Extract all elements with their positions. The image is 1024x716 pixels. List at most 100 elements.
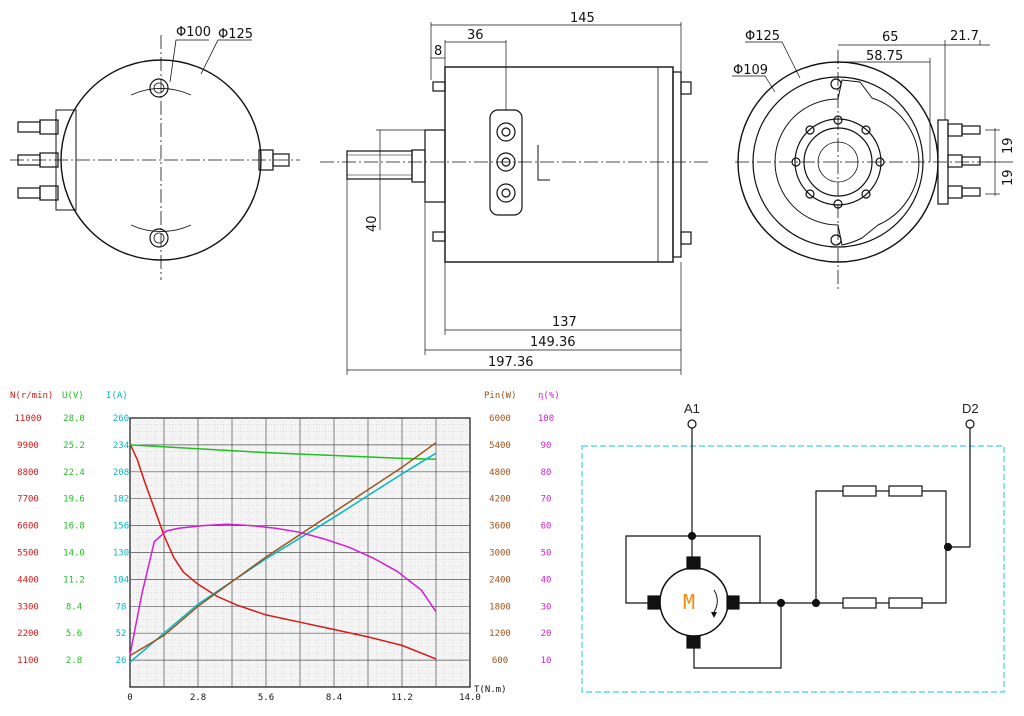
y-tick-label: 3600 — [489, 522, 511, 532]
y-tick-label: 78 — [116, 602, 127, 612]
x-tick-label: 0 — [127, 693, 132, 703]
motor-label: M — [683, 590, 695, 614]
y-tick-label: 100 — [538, 414, 554, 424]
y-tick-label: 16.8 — [63, 522, 85, 532]
end-dia-109: Φ109 — [733, 63, 768, 78]
y-tick-label: 5400 — [489, 441, 511, 451]
y-tick-label: 600 — [492, 656, 508, 666]
y-axis-header: I(A) — [106, 391, 128, 401]
side-view — [320, 22, 710, 375]
y-tick-label: 130 — [113, 549, 129, 559]
x-tick-label: 14.0 — [459, 693, 481, 703]
y-tick-label: 4400 — [17, 575, 39, 585]
y-tick-label: 20 — [541, 629, 552, 639]
y-tick-label: 3300 — [17, 602, 39, 612]
front-top-hole — [149, 78, 169, 98]
dim-58-75: 58.75 — [866, 49, 903, 64]
y-tick-label: 9900 — [17, 441, 39, 451]
front-bottom-hole — [149, 228, 169, 248]
y-tick-label: 4800 — [489, 468, 511, 478]
y-tick-label: 7700 — [17, 495, 39, 505]
x-tick-label: 8.4 — [326, 693, 342, 703]
y-tick-label: 234 — [113, 441, 129, 451]
dim-65: 65 — [882, 30, 899, 45]
y-tick-label: 25.2 — [63, 441, 85, 451]
series-line-η — [129, 523, 437, 655]
series-line-Pin — [129, 442, 437, 657]
x-tick-label: 11.2 — [391, 693, 413, 703]
series-line-I — [129, 452, 437, 663]
dim-40: 40 — [365, 215, 380, 232]
dim-8: 8 — [434, 44, 442, 59]
y-tick-label: 104 — [113, 575, 129, 585]
front-dia-125: Φ125 — [218, 27, 253, 42]
y-tick-label: 10 — [541, 656, 552, 666]
y-tick-label: 182 — [113, 495, 129, 505]
y-tick-label: 208 — [113, 468, 129, 478]
y-tick-label: 3000 — [489, 549, 511, 559]
y-tick-label: 70 — [541, 495, 552, 505]
y-tick-label: 6600 — [17, 522, 39, 532]
y-tick-label: 28.0 — [63, 414, 85, 424]
y-axis-header: η(%) — [538, 391, 560, 401]
y-tick-label: 1800 — [489, 602, 511, 612]
dim-19-a: 19 — [1001, 137, 1016, 154]
y-tick-label: 8.4 — [66, 602, 82, 612]
y-tick-label: 2200 — [17, 629, 39, 639]
y-tick-label: 8800 — [17, 468, 39, 478]
y-tick-label: 14.0 — [63, 549, 85, 559]
y-tick-label: 52 — [116, 629, 127, 639]
terminal-a1 — [687, 419, 697, 429]
dim-197-36: 197.36 — [488, 355, 534, 370]
y-tick-label: 6000 — [489, 414, 511, 424]
y-tick-label: 11.2 — [63, 575, 85, 585]
y-tick-label: 90 — [541, 441, 552, 451]
end-dia-125: Φ125 — [745, 29, 780, 44]
y-tick-label: 2.8 — [66, 656, 82, 666]
y-tick-label: 5500 — [17, 549, 39, 559]
wiring-schematic — [581, 419, 1005, 693]
y-tick-label: 50 — [541, 549, 552, 559]
terminal-d2 — [965, 419, 975, 429]
x-tick-label: 2.8 — [190, 693, 206, 703]
y-axis-header: N(r/min) — [10, 391, 53, 401]
dim-36: 36 — [467, 28, 484, 43]
dim-149-36: 149.36 — [530, 335, 576, 350]
schematic-border — [581, 445, 1005, 693]
y-axis-header: U(V) — [62, 391, 84, 401]
y-axis-header: Pin(W) — [484, 391, 517, 401]
y-tick-label: 19.6 — [63, 495, 85, 505]
x-axis-label: T(N.m) — [474, 685, 507, 695]
dim-145: 145 — [570, 11, 595, 26]
y-tick-label: 5.6 — [66, 629, 82, 639]
x-tick-label: 5.6 — [258, 693, 274, 703]
dim-19-b: 19 — [1001, 169, 1016, 186]
terminal-a1-label: A1 — [684, 401, 700, 416]
y-tick-label: 156 — [113, 522, 129, 532]
terminal-d2-label: D2 — [962, 401, 979, 416]
y-tick-label: 60 — [541, 522, 552, 532]
y-tick-label: 1200 — [489, 629, 511, 639]
y-tick-label: 22.4 — [63, 468, 85, 478]
y-tick-label: 80 — [541, 468, 552, 478]
y-tick-label: 30 — [541, 602, 552, 612]
front-dia-100: Φ100 — [176, 25, 211, 40]
series-line-U — [129, 444, 437, 461]
end-view — [732, 40, 1015, 290]
y-tick-label: 11000 — [14, 414, 41, 424]
motor-body — [444, 66, 674, 263]
front-outer-circle — [60, 59, 262, 261]
series-line-N — [129, 443, 437, 660]
y-tick-label: 260 — [113, 414, 129, 424]
y-tick-label: 4200 — [489, 495, 511, 505]
front-view — [10, 35, 300, 280]
dim-137: 137 — [552, 315, 577, 330]
y-tick-label: 1100 — [17, 656, 39, 666]
y-tick-label: 26 — [116, 656, 127, 666]
y-tick-label: 2400 — [489, 575, 511, 585]
dim-21-7: 21.7 — [950, 29, 979, 44]
y-tick-label: 40 — [541, 575, 552, 585]
